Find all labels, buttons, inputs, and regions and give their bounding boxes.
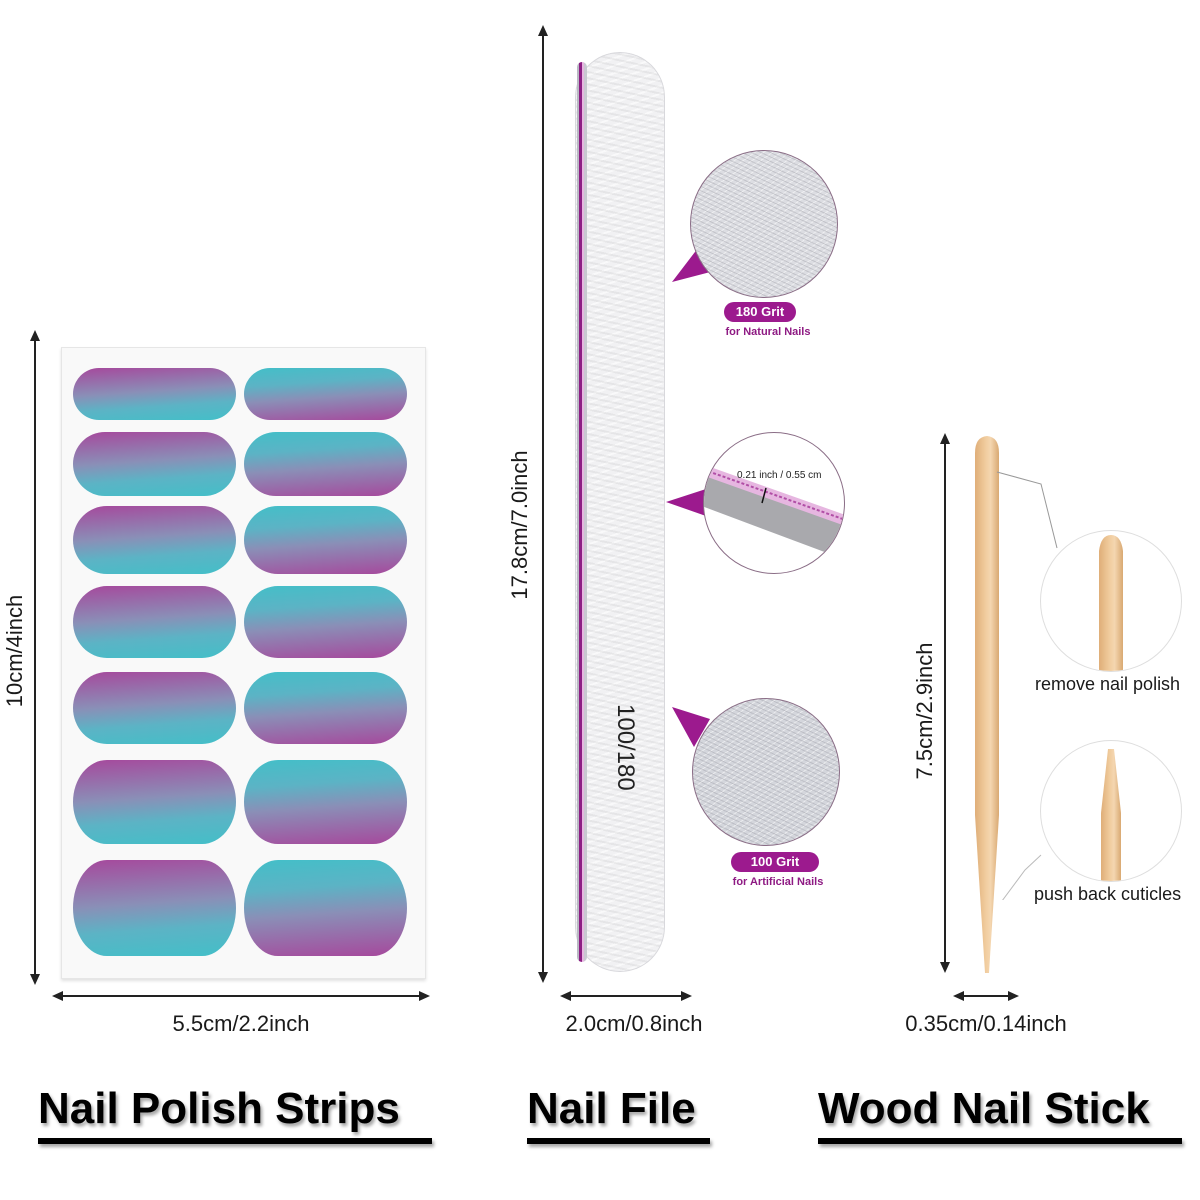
file-width-dimension — [560, 990, 692, 1002]
nail-strip — [73, 368, 236, 420]
stick-length-label: 7.5cm/2.9inch — [912, 642, 937, 780]
nail-strip — [73, 760, 236, 844]
strips-height-label: 10cm/4inch — [2, 594, 27, 708]
arrow-left-icon — [953, 991, 964, 1001]
file-thickness-zoom — [703, 432, 845, 574]
strips-title-underline — [38, 1138, 432, 1144]
pointer-icon — [666, 489, 706, 516]
dimension-line — [568, 995, 684, 997]
dimension-line — [60, 995, 422, 997]
nail-strip — [73, 586, 236, 658]
stick-flat-end-zoom — [1040, 530, 1182, 672]
nail-strip — [244, 586, 407, 658]
file-width-label: 2.0cm/0.8inch — [565, 1011, 703, 1036]
arrow-right-icon — [419, 991, 430, 1001]
grit-100-badge: 100 Grit — [731, 852, 819, 872]
file-grit-label: 100/180 — [612, 704, 639, 791]
dimension-line — [944, 441, 946, 966]
strips-width-label: 5.5cm/2.2inch — [172, 1011, 310, 1036]
grit-180-zoom — [690, 150, 838, 298]
nail-strip — [244, 432, 407, 496]
grit-180-badge: 180 Grit — [724, 302, 796, 322]
nail-file — [575, 52, 665, 972]
pointer-icon — [672, 707, 710, 747]
dimension-line — [542, 33, 544, 975]
nail-strips-sheet — [61, 347, 426, 979]
arrow-down-icon — [30, 974, 40, 985]
dimension-line — [34, 338, 36, 978]
nail-strip — [73, 860, 236, 956]
arrow-left-icon — [52, 991, 63, 1001]
stick-callout-push: push back cuticles — [1034, 884, 1182, 904]
stick-length-dimension — [938, 433, 952, 973]
arrow-right-icon — [681, 991, 692, 1001]
arrow-left-icon — [560, 991, 571, 1001]
file-length-dimension — [536, 25, 550, 983]
stick-title-underline — [818, 1138, 1182, 1144]
file-title: Nail File — [527, 1084, 696, 1133]
grit-100-caption: for Artificial Nails — [732, 876, 824, 888]
file-length-label: 17.8cm/7.0inch — [507, 450, 532, 600]
stick-title: Wood Nail Stick — [818, 1084, 1150, 1133]
strips-width-dimension — [52, 990, 430, 1002]
arrow-up-icon — [940, 433, 950, 444]
grit-100-zoom — [692, 698, 840, 846]
stick-flat-end — [1099, 535, 1123, 671]
arrow-up-icon — [538, 25, 548, 36]
wood-nail-stick — [975, 436, 999, 973]
stick-width-dimension — [953, 990, 1019, 1002]
arrow-down-icon — [940, 962, 950, 973]
stick-pointed-end — [1101, 749, 1121, 881]
nail-strip — [244, 506, 407, 574]
strips-title: Nail Polish Strips — [38, 1084, 400, 1133]
arrow-up-icon — [30, 330, 40, 341]
stick-pointed-end-zoom — [1040, 740, 1182, 882]
nail-strip — [244, 760, 407, 844]
grit-180-caption: for Natural Nails — [725, 326, 811, 338]
nail-strip — [244, 860, 407, 956]
nail-strip — [244, 368, 407, 420]
file-cross-section — [704, 464, 844, 560]
file-thickness-label: 0.21 inch / 0.55 cm — [737, 470, 822, 481]
nail-strip — [73, 672, 236, 744]
dimension-line — [961, 995, 1011, 997]
callout-connector — [996, 471, 1058, 900]
file-title-underline — [527, 1138, 710, 1144]
nail-strip — [244, 672, 407, 744]
arrow-right-icon — [1008, 991, 1019, 1001]
stick-width-label: 0.35cm/0.14inch — [905, 1011, 1067, 1036]
arrow-down-icon — [538, 972, 548, 983]
nail-strip — [73, 432, 236, 496]
nail-strip — [73, 506, 236, 574]
pointer-icon — [672, 248, 718, 282]
nail-file-edge — [577, 62, 587, 962]
strips-height-dimension — [28, 330, 42, 985]
stick-callout-remove: remove nail polish — [1035, 674, 1181, 694]
